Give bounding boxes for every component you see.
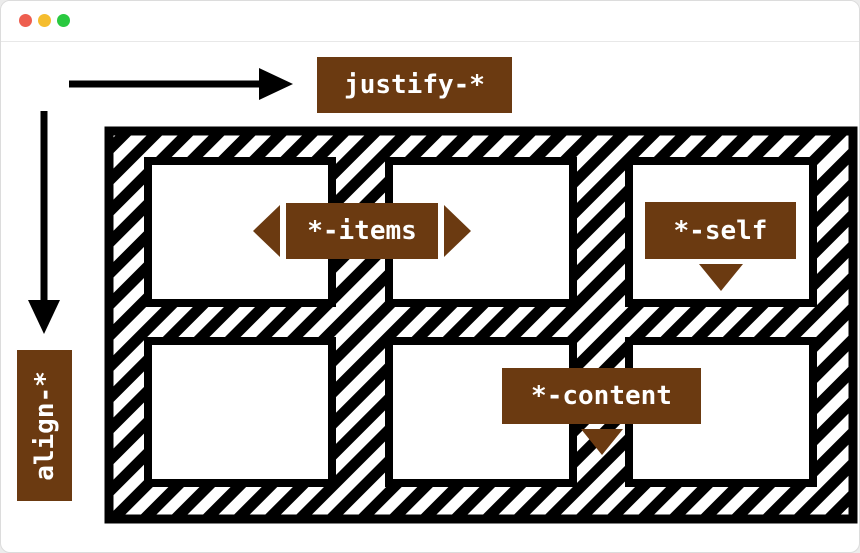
self-label-text: *-self (673, 215, 768, 246)
grid-cell (144, 337, 336, 487)
close-window-button[interactable] (19, 14, 32, 27)
maximize-window-button[interactable] (57, 14, 70, 27)
self-label: *-self (645, 202, 796, 259)
content-label: *-content (502, 368, 701, 424)
align-label: align-* (17, 350, 72, 501)
items-label-text: *-items (307, 216, 417, 246)
items-label-box (286, 203, 438, 259)
align-label-text: align-* (29, 370, 60, 481)
horizontal-arrow-icon (69, 68, 293, 100)
triangle-down-icon (581, 429, 623, 455)
vertical-arrow-icon (28, 111, 60, 334)
self-label-box (645, 202, 796, 259)
content-label-box (502, 368, 701, 424)
title-bar (1, 1, 859, 42)
content-label-text: *-content (531, 381, 672, 411)
triangle-down-icon (699, 264, 743, 291)
justify-label-text: justify-* (344, 70, 485, 100)
minimize-window-button[interactable] (38, 14, 51, 27)
triangle-left-icon (253, 205, 280, 257)
justify-label-box (317, 57, 512, 113)
items-label: *-items (286, 203, 438, 259)
align-label-box (17, 350, 72, 501)
justify-label: justify-* (317, 57, 512, 113)
triangle-right-icon (444, 205, 471, 257)
